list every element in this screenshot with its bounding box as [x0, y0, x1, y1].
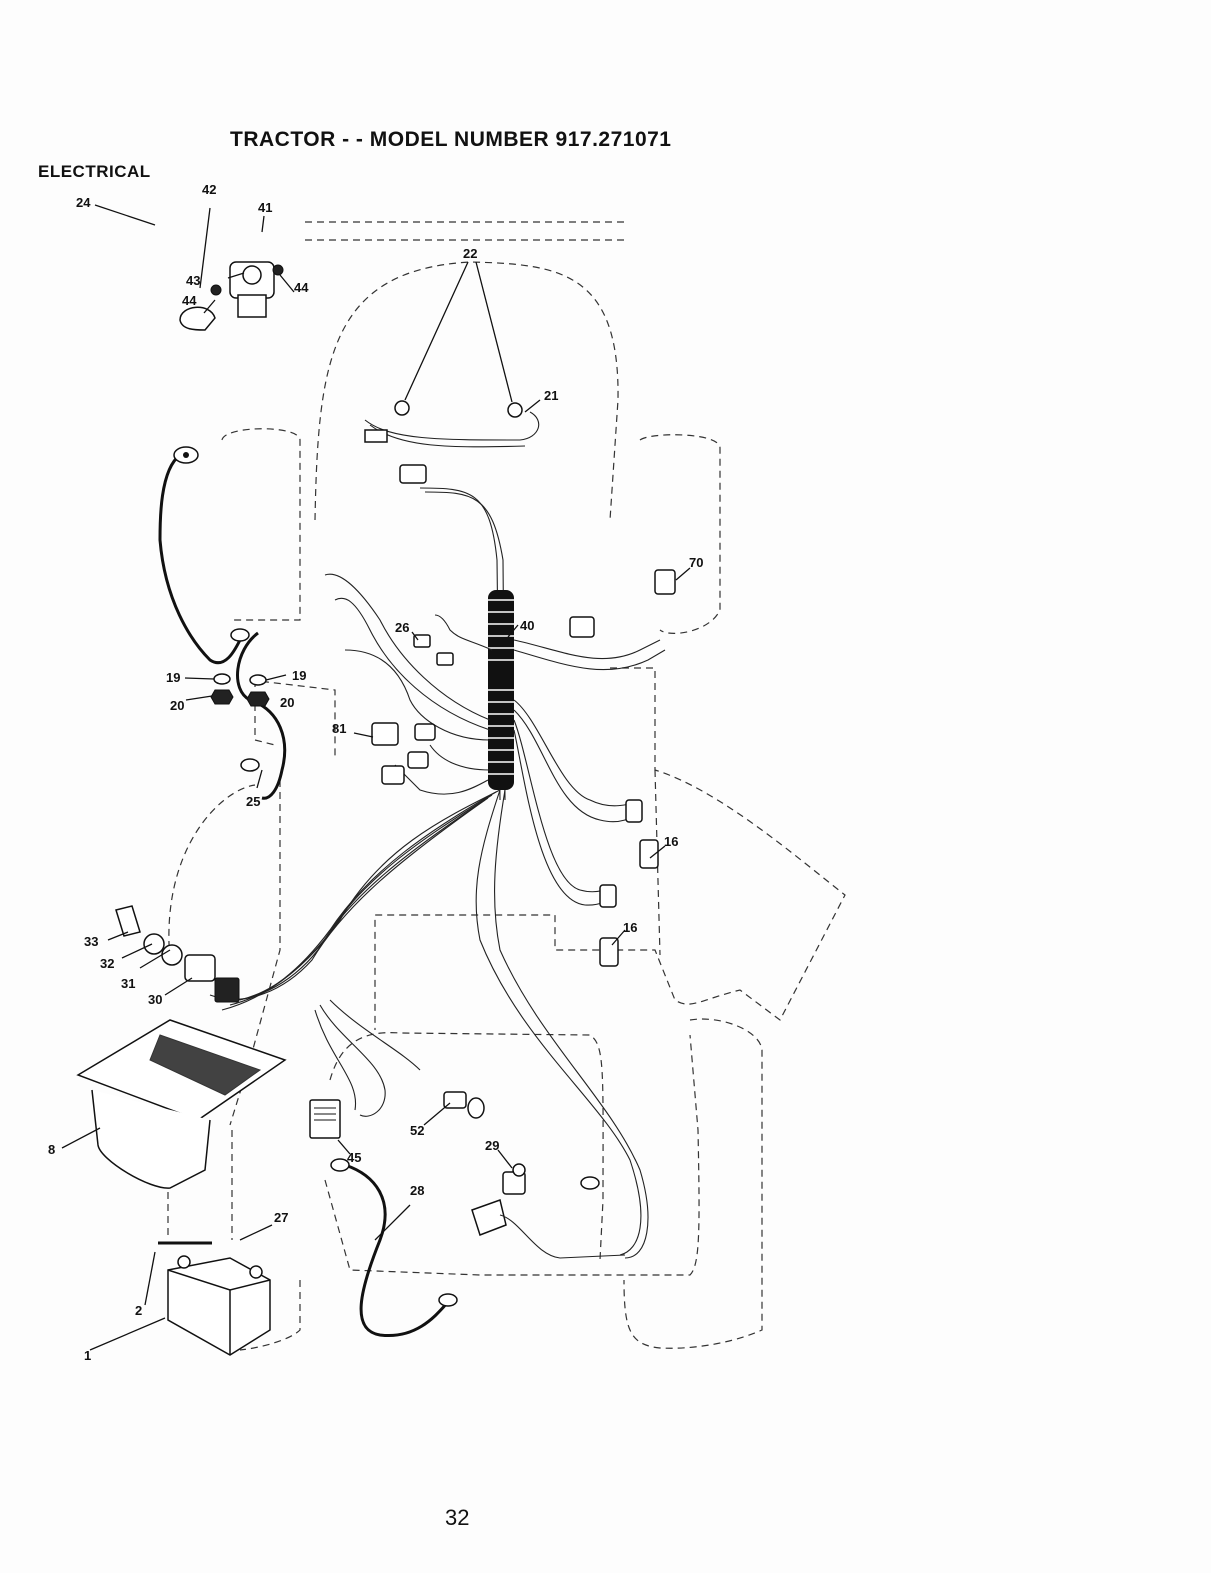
callout-22: 22	[463, 246, 477, 261]
callout-29: 29	[485, 1138, 499, 1153]
battery-cables	[158, 455, 450, 1336]
callout-26: 26	[395, 620, 409, 635]
callout-33: 33	[84, 934, 98, 949]
callout-40: 40	[520, 618, 534, 633]
callout-1: 1	[84, 1348, 91, 1363]
harness-conduit	[488, 590, 514, 790]
callout-16b: 16	[623, 920, 637, 935]
callout-19a: 19	[166, 670, 180, 685]
wiring-harness	[210, 488, 665, 1258]
callout-21: 21	[544, 388, 558, 403]
callout-20b: 20	[280, 695, 294, 710]
callout-41: 41	[258, 200, 272, 215]
callout-70: 70	[689, 555, 703, 570]
callout-44b: 44	[294, 280, 309, 295]
callout-45: 45	[347, 1150, 361, 1165]
callout-24: 24	[76, 195, 91, 210]
callout-30: 30	[148, 992, 162, 1007]
callout-44a: 44	[182, 293, 197, 308]
callout-16a: 16	[664, 834, 678, 849]
connectors	[372, 465, 675, 966]
battery	[168, 1256, 270, 1355]
callout-8: 8	[48, 1142, 55, 1157]
callout-42: 42	[202, 182, 216, 197]
callout-2: 2	[135, 1303, 142, 1318]
callout-52: 52	[410, 1123, 424, 1138]
module-45	[310, 1100, 340, 1138]
callout-25: 25	[246, 794, 260, 809]
callout-31: 31	[121, 976, 135, 991]
callout-20a: 20	[170, 698, 184, 713]
ground-terminal-eyelet	[174, 447, 198, 463]
callout-27: 27	[274, 1210, 288, 1225]
callout-28: 28	[410, 1183, 424, 1198]
headlight-bulbs	[365, 401, 539, 447]
page-number: 32	[445, 1505, 469, 1531]
callout-81: 81	[332, 721, 346, 736]
fuse-52	[444, 1092, 484, 1118]
callout-43: 43	[186, 273, 200, 288]
callout-32: 32	[100, 956, 114, 971]
callout-19b: 19	[292, 668, 306, 683]
